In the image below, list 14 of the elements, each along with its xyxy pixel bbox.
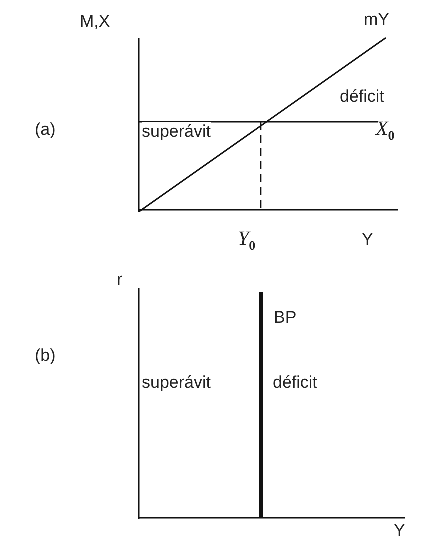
curve-label: BP (274, 308, 297, 328)
axis-label: M,X (80, 12, 110, 32)
region-label: déficit (273, 373, 318, 393)
panel-label: (a) (35, 120, 56, 140)
region-label: déficit (340, 87, 384, 107)
region-label: superávit (142, 373, 211, 393)
panel-label: (b) (35, 346, 56, 366)
axis-label: Y (362, 230, 374, 250)
axis-label: Y (394, 521, 406, 540)
region-label: superávit (142, 122, 211, 142)
curve-label: mY (364, 10, 390, 30)
line-label: X$_{0}$ (376, 119, 395, 145)
axis-label: r (117, 270, 123, 290)
axis-tick-label: Y$_{0}$ (238, 229, 256, 255)
